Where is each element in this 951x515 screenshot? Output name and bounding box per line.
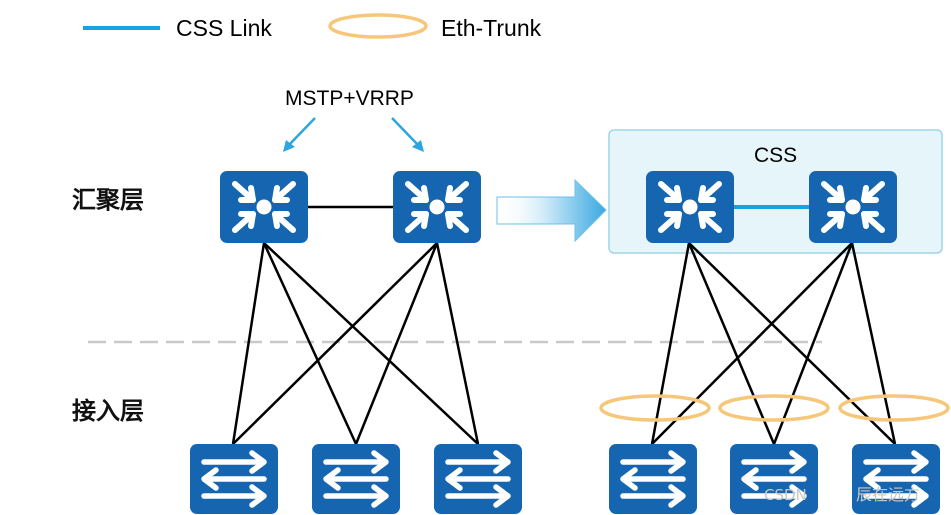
access-switch-right-1 <box>609 444 697 514</box>
legend-eth-trunk-label: Eth-Trunk <box>441 15 542 41</box>
right-topology-links <box>650 242 897 445</box>
access-switch-left-3 <box>434 444 522 514</box>
watermark-left: CSDN <box>764 486 807 504</box>
aggregation-switch-left-2 <box>393 171 481 243</box>
transition-arrow <box>496 178 607 243</box>
access-switch-left-1 <box>190 444 278 514</box>
eth-trunk-ring-3 <box>838 394 950 422</box>
css-group-label: CSS <box>754 144 797 167</box>
legend-css-link-label: CSS Link <box>176 15 272 41</box>
aggregation-switch-right-1 <box>646 171 734 243</box>
aggregation-switch-left-1 <box>220 171 308 243</box>
protocol-arrow-left <box>283 117 316 152</box>
eth-trunk-ring-2 <box>718 394 830 422</box>
left-topology-links <box>231 205 480 445</box>
protocol-label: MSTP+VRRP <box>285 87 414 110</box>
access-layer-label: 接入层 <box>72 397 144 425</box>
aggregation-layer-label: 汇聚层 <box>72 186 144 214</box>
legend-eth-trunk-ellipse <box>328 13 428 39</box>
eth-trunk-ring-1 <box>599 394 711 422</box>
watermark-right: 辰在远方 <box>856 485 920 504</box>
access-switch-left-2 <box>312 444 400 514</box>
protocol-arrow-right <box>391 117 424 152</box>
aggregation-switch-right-2 <box>809 171 897 243</box>
